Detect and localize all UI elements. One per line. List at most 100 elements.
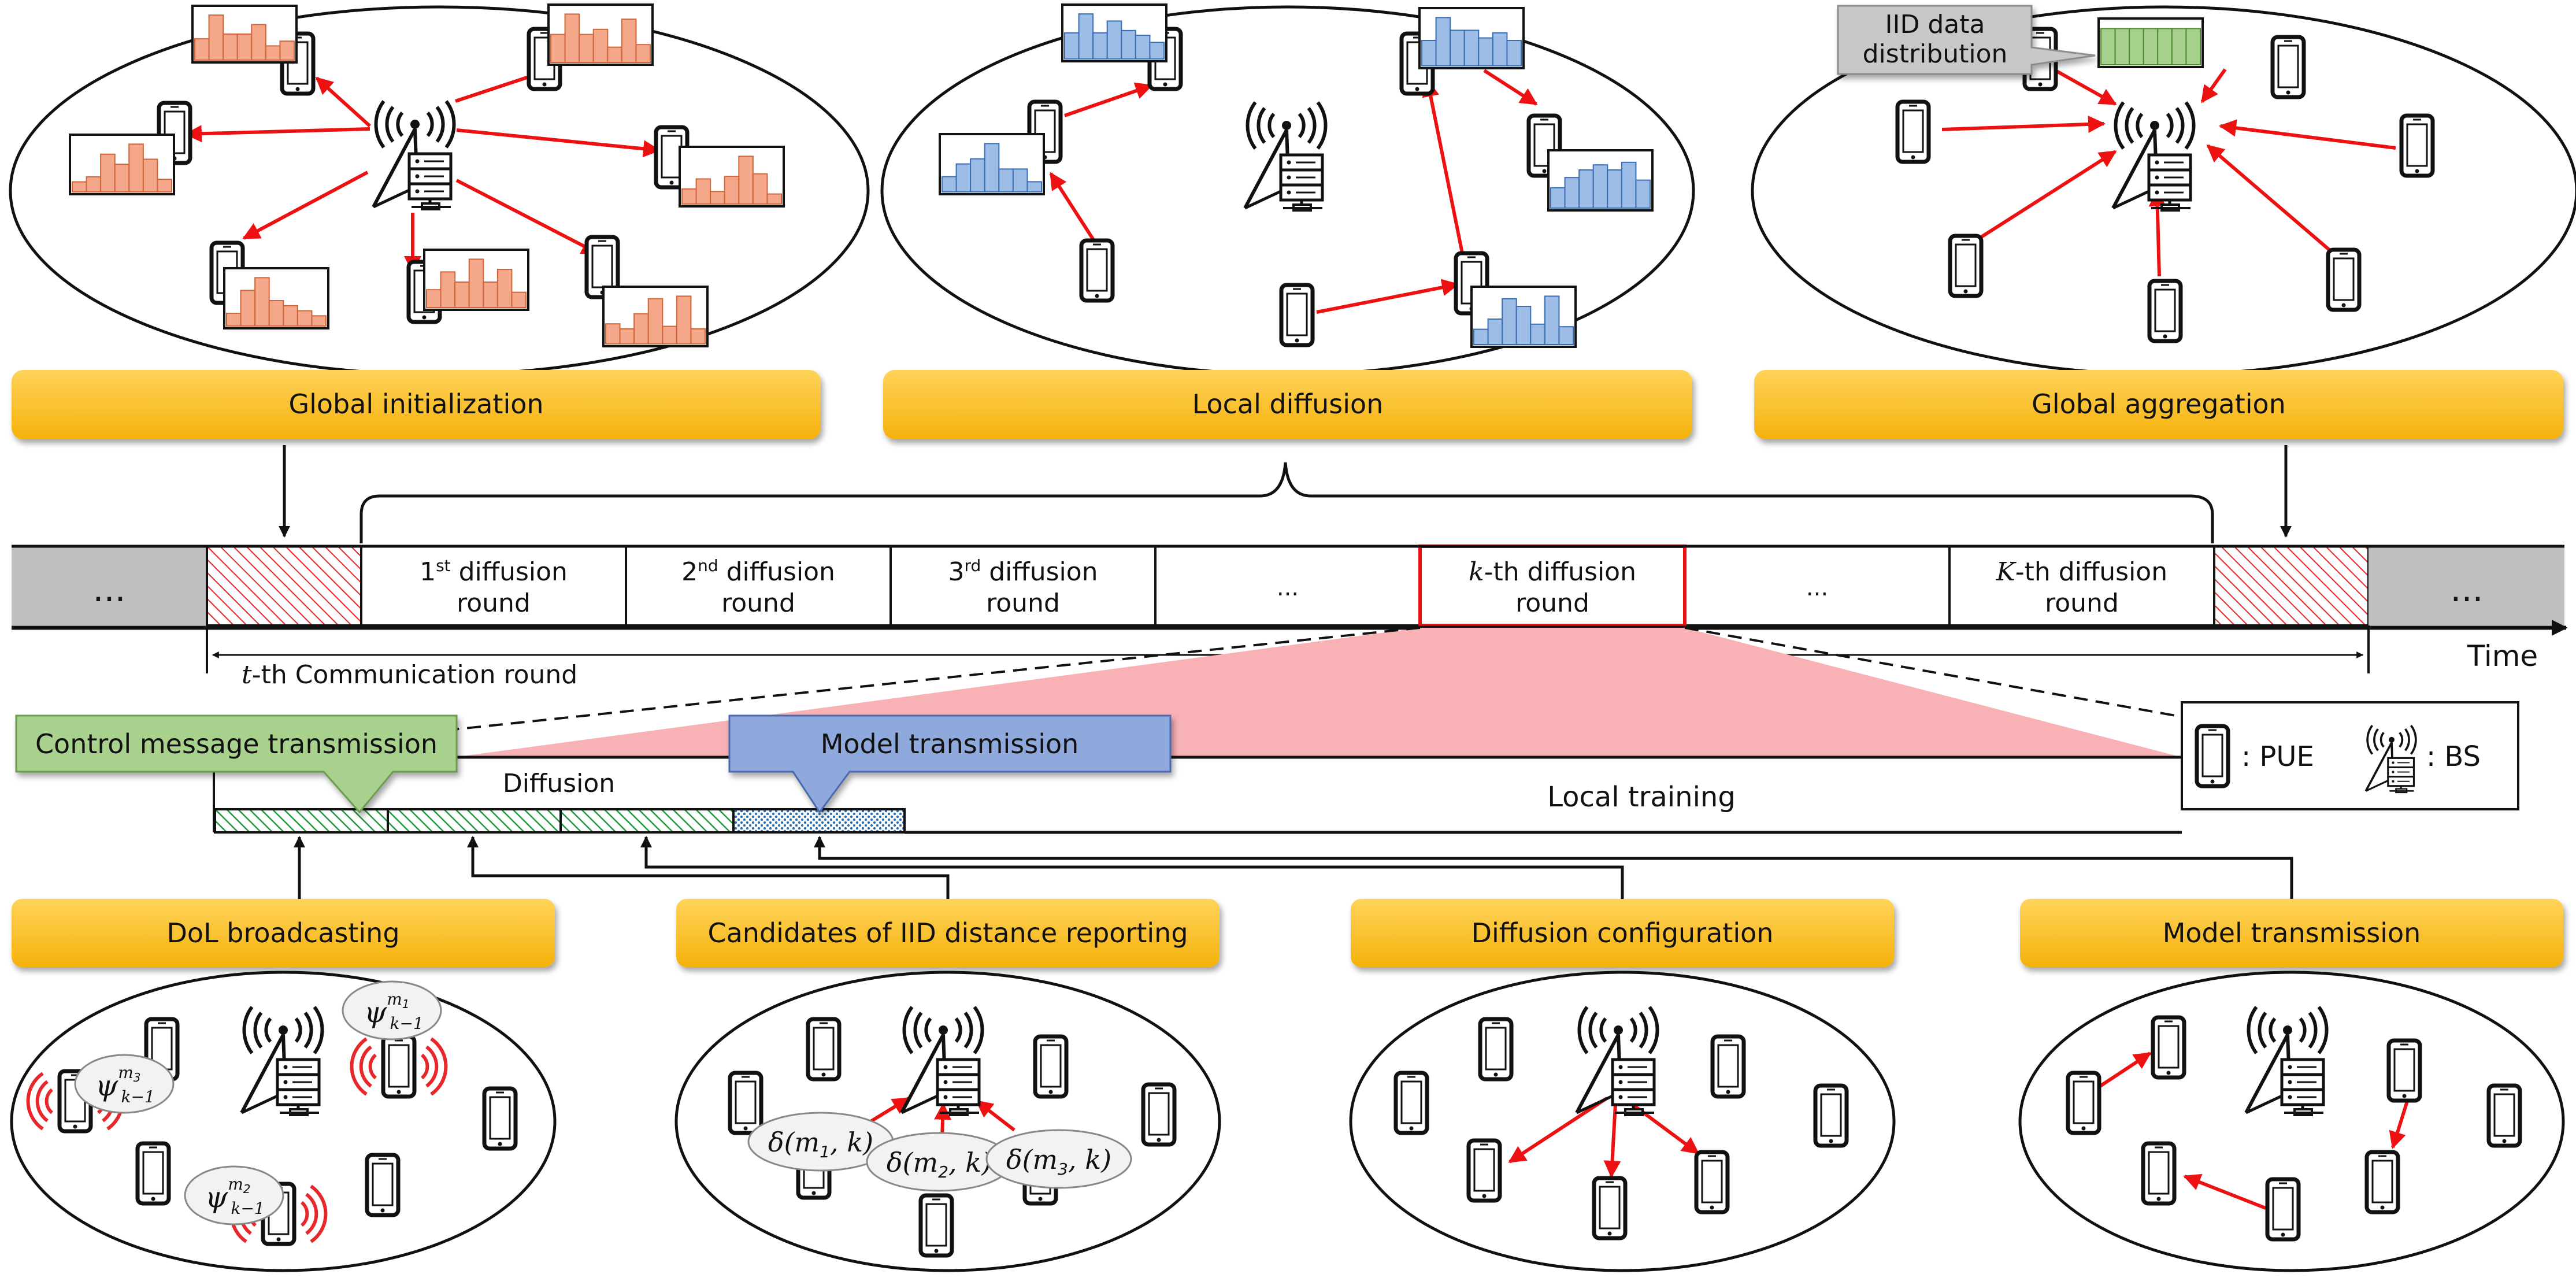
histogram-bar (1592, 164, 1608, 209)
phone-icon (2197, 726, 2228, 786)
histogram-bar (619, 328, 635, 345)
model-tx-panel (2018, 971, 2565, 1272)
histogram-bar (454, 282, 470, 308)
histogram-bar (296, 310, 313, 327)
svg-text:round: round (2045, 588, 2119, 618)
histogram-bar (2143, 28, 2159, 65)
histogram-bar (635, 44, 651, 63)
histogram-thumbnail (939, 133, 1045, 195)
histogram-bar (142, 158, 158, 193)
control-message-label: Control message transmission (35, 728, 438, 760)
global-init-slot (206, 545, 362, 627)
step-label: Diffusion configuration (1472, 917, 1774, 949)
model-transmission-label: Model transmission (821, 728, 1079, 760)
histogram-bar (128, 143, 144, 193)
histogram-bar (1502, 298, 1517, 345)
histogram-bar (1421, 40, 1437, 66)
histogram-thumbnail (69, 134, 175, 195)
histogram-bar (1450, 29, 1465, 66)
blue-histograms (939, 3, 1654, 348)
histogram-thumbnail (1061, 3, 1167, 62)
candidates-panel: δ(m1, k) δ(m2, k) δ(m3, k) (674, 971, 1221, 1272)
histogram-bar (633, 313, 649, 345)
prev-round-block (12, 546, 207, 625)
histogram-bar (1492, 32, 1508, 66)
histogram-bar (1149, 42, 1165, 60)
histogram-bar (1564, 177, 1580, 209)
histogram-bar (984, 143, 1000, 192)
histogram-bar (2114, 28, 2130, 65)
control-slot-1 (214, 808, 389, 834)
histogram-thumbnail (1418, 7, 1525, 69)
broadcast-arrows (184, 65, 661, 273)
histogram-thumbnail (423, 249, 529, 311)
legend: : PUE : BS (2181, 701, 2519, 810)
histogram-bar (681, 188, 697, 205)
histogram-thumbnail (602, 286, 709, 347)
histogram-bar (496, 269, 513, 308)
step-bar-model-tx: Model transmission (2020, 899, 2563, 967)
histogram-thumbnail (547, 3, 654, 66)
histogram-bar (114, 164, 130, 192)
histogram-bar (690, 328, 706, 345)
histogram-bar (1121, 29, 1136, 60)
svg-text:δ(m1, k): δ(m1, k) (768, 1127, 873, 1161)
histogram-bar (766, 193, 783, 205)
histogram-bar (662, 325, 677, 345)
histogram-bar (236, 33, 253, 61)
histogram-bar (86, 176, 102, 192)
comm-round-label: t-th Communication round (242, 660, 577, 690)
histogram-bar (724, 176, 740, 205)
svg-text:...: ... (1277, 575, 1299, 601)
histogram-bar (1078, 13, 1094, 60)
histogram-bar (311, 315, 327, 327)
delta-bubble-m3: δ(m3, k) (985, 1129, 1132, 1189)
histogram-bar (676, 295, 692, 345)
phase-bar-global-init: Global initialization (12, 370, 821, 439)
histogram-bar (251, 24, 266, 61)
model-tx-arrows (2098, 1051, 2409, 1210)
svg-text:...: ... (1806, 575, 1828, 601)
diffusion-label: Diffusion (503, 769, 615, 798)
histogram-bar (2185, 28, 2201, 65)
histogram-bar (1473, 328, 1489, 345)
histogram-bar (2100, 28, 2116, 65)
zoom-trapezoid (454, 628, 2182, 757)
histogram-bar (607, 46, 622, 63)
diffusion-arrows (1049, 69, 1538, 314)
histogram-thumbnail (191, 5, 298, 64)
phase-bar-global-aggregation: Global aggregation (1754, 370, 2563, 439)
histogram-bar (1478, 37, 1493, 66)
round-detail: Diffusion Local training (213, 756, 2182, 834)
histogram-bar (970, 158, 985, 192)
histogram-bar (208, 14, 224, 61)
histogram-bar (1506, 40, 1522, 66)
histogram-bar (268, 300, 284, 327)
histogram-bar (998, 168, 1014, 192)
histogram-bar (226, 313, 242, 327)
diffusion-round-k: k-th diffusion round (1419, 545, 1686, 627)
histogram-thumbnail (1547, 149, 1654, 212)
histogram-bar (710, 191, 725, 205)
histogram-bar (1012, 168, 1028, 192)
iid-callout-line2: distribution (1863, 39, 2008, 69)
histogram-bar (1635, 179, 1651, 209)
histogram-thumbnail (223, 267, 329, 329)
diffusion-round-3: 3rd diffusion round (889, 545, 1157, 627)
svg-text:round: round (721, 588, 795, 618)
histogram-thumbnail (2097, 17, 2204, 68)
next-round-block (2369, 546, 2564, 625)
histogram-bar (254, 277, 270, 327)
step-bar-candidates: Candidates of IID distance reporting (676, 899, 1220, 967)
histogram-bar (1515, 306, 1532, 345)
control-slot-3 (559, 808, 735, 834)
histogram-bar (1064, 32, 1080, 60)
svg-text:K-th diffusion: K-th diffusion (1996, 557, 2167, 587)
step-bar-dol: DoL broadcasting (12, 899, 555, 967)
aggregation-arrows (1941, 68, 2396, 277)
